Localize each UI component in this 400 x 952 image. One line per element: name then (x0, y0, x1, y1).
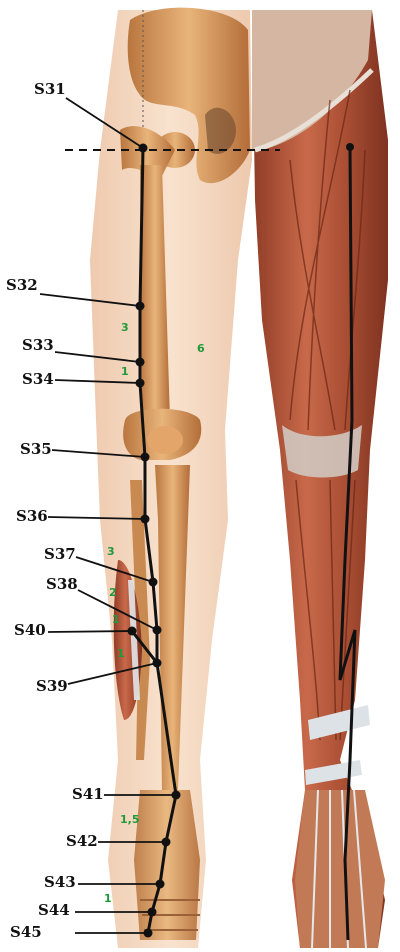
measure-thigh-lower: 1 (121, 366, 129, 377)
measure-shin-upper: 3 (107, 546, 115, 557)
label-s33: S33 (22, 338, 54, 353)
measure-foot-lower: 1 (104, 893, 112, 904)
label-s32: S32 (6, 278, 38, 293)
measure-thigh-upper: 3 (121, 322, 129, 333)
label-s41: S41 (72, 787, 104, 802)
label-s39: S39 (36, 679, 68, 694)
measure-shin-mid: 2 (109, 587, 117, 598)
label-s43: S43 (44, 875, 76, 890)
right-foot (295, 790, 385, 948)
label-s34: S34 (22, 372, 54, 387)
label-s37: S37 (44, 547, 76, 562)
label-s42: S42 (66, 834, 98, 849)
meridian-point-right-top (346, 143, 354, 151)
measure-shin-lower: 1 (117, 648, 125, 659)
leader-s40 (48, 631, 132, 632)
measure-thigh-total: 6 (197, 343, 205, 354)
label-s31: S31 (34, 82, 66, 97)
label-s35: S35 (20, 442, 52, 457)
measure-shin-gap: 1 (112, 614, 120, 625)
label-s45: S45 (10, 925, 42, 940)
label-s40: S40 (14, 623, 46, 638)
label-s36: S36 (16, 509, 48, 524)
measure-foot-upper: 1,5 (120, 814, 140, 825)
left-foot-bones (134, 790, 200, 940)
label-s38: S38 (46, 577, 78, 592)
label-s44: S44 (38, 903, 70, 918)
patella (147, 426, 183, 454)
